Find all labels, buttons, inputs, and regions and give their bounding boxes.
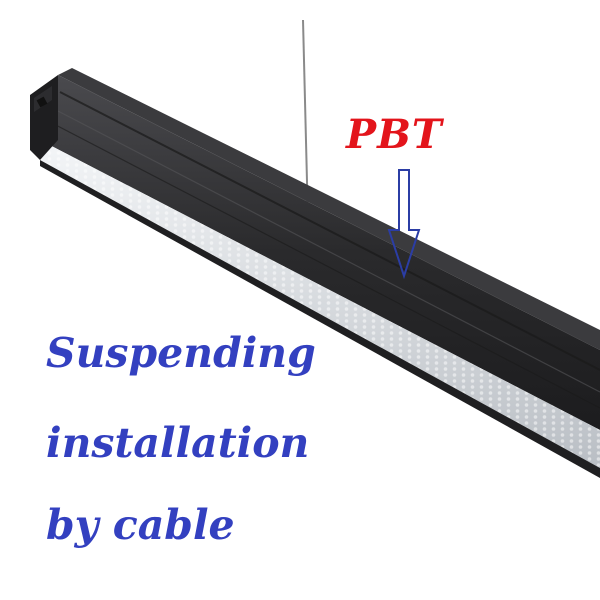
- pbt-label: PBT: [346, 111, 443, 158]
- fixture-housing: [40, 75, 600, 430]
- housing-top-face: [58, 68, 600, 350]
- caption-line-3: by cable: [46, 501, 235, 549]
- down-arrow-icon: [387, 169, 421, 280]
- caption-line-1: Suspending: [46, 329, 316, 377]
- caption-line-2: installation: [46, 419, 310, 467]
- housing-bottom-lip: [40, 160, 600, 478]
